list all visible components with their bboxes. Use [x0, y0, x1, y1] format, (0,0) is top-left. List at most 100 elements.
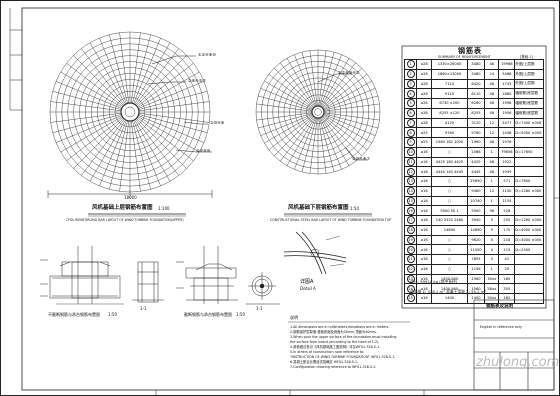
table-cell-mark: 19: [403, 234, 418, 246]
radial-bar-line: [137, 116, 200, 153]
radial-bar-line: [133, 120, 161, 186]
radial-bar-line: [301, 52, 317, 107]
table-cell-spec: ⌀16: [416, 254, 433, 265]
table-cell-num: 4: [484, 244, 500, 255]
bar-mark-circle: 18: [406, 226, 415, 235]
radial-bar-line: [66, 117, 123, 161]
radial-bar-line: [119, 32, 130, 104]
radial-bar-line: [137, 117, 194, 161]
table-cell-rem: D=1260 ×000: [514, 215, 544, 226]
pedestal-circle: [120, 102, 140, 122]
table-cell-shape: 4425 180 4425: [431, 156, 468, 168]
section-1-1-left: [132, 261, 164, 303]
radial-bar-line: [320, 54, 342, 107]
table-cell-shape: ○: [431, 185, 468, 197]
bar-mark-circle: 10: [406, 148, 415, 157]
left-callout-1: ①②④⑧⑩: [198, 52, 216, 57]
bar-mark-circle: 3: [406, 79, 415, 88]
pedestal-circle: [311, 105, 325, 119]
table-cell-rem: D=17650: [514, 146, 544, 158]
radial-bar-line: [321, 116, 356, 162]
note-line: 7.Configuration drawing reference to WF0…: [290, 365, 377, 369]
radial-bar-line: [89, 42, 126, 105]
table-cell-len: 3120: [466, 117, 486, 129]
radial-bar-line: [294, 117, 316, 170]
right-callout-2: ②⑩④⑧⑦: [352, 156, 370, 161]
radial-bar-line: [319, 117, 335, 172]
table-cell-len: 3940: [466, 215, 486, 226]
table-cell-num: 12: [484, 127, 500, 138]
table-cell-tot: 1939: [498, 166, 516, 177]
watermark: zhulong.com: [476, 355, 560, 370]
table-cell-len: 4445: [466, 166, 486, 177]
binding-strip: [9, 8, 22, 111]
table-cell-tot: 19968: [498, 59, 516, 70]
radial-bar-line: [323, 103, 380, 112]
radial-bar-line: [137, 63, 194, 107]
table-cell-tot: 1956: [498, 107, 516, 119]
table-cell-num: 5: [484, 234, 500, 246]
table-cell-rem: D=5000 ×000: [514, 127, 544, 138]
table-cell-rem: D=1260 ×000: [514, 185, 544, 197]
radial-bar-line: [134, 42, 171, 105]
left-plan-subtitle: CFDL REINFORCING BAR LAYOUT OF WIND TURB…: [66, 218, 184, 222]
table-cell-mark: 21: [403, 254, 418, 265]
right-plan-subtitle: CONSTRUCTIONAL STEEL BAR LAYOUT OF WIND …: [270, 218, 392, 222]
table-cell-num: 50xx: [484, 293, 500, 304]
notes-heading: 说明: [290, 315, 298, 320]
pedestal-inner-circle: [314, 108, 322, 116]
left-callout-4: ②⑤⑧⑩: [196, 148, 211, 153]
table-cell-rem: [514, 205, 544, 216]
table-cell-spec: ⌀28: [416, 59, 433, 70]
radial-bar-line: [50, 112, 122, 123]
table-cell-shape: 9110: [431, 88, 468, 99]
note-line: 4.其他做法参见《风机基础施工图说明》详见WF01-326-S-1.: [290, 345, 381, 349]
detail-a-sketch: [283, 231, 347, 275]
bar-mark-circle: 21: [406, 255, 415, 264]
bar-mark-circle: 6: [406, 109, 415, 118]
radial-bar-line: [136, 118, 187, 169]
radial-bar-line: [286, 58, 316, 107]
table-cell-shape: 1400: [431, 293, 468, 304]
table-cell-rem: D=3000 ×000: [514, 234, 544, 246]
table-cell-shape: ○: [431, 234, 468, 246]
table-cell-len: 25650: [466, 176, 486, 187]
table-cell-len: 9620: [466, 234, 486, 246]
radial-bar-line: [309, 50, 318, 107]
table-cell-shape: ○: [431, 176, 468, 187]
table-cell-tot: 1150: [498, 185, 516, 197]
bar-mark-circle: 4: [406, 89, 415, 98]
bar-mark-circle: 16: [406, 206, 415, 215]
table-cell-num: 12: [484, 185, 500, 197]
table-cell-spec: ⌀16: [416, 146, 433, 158]
title-underlines: [88, 213, 372, 217]
table-cell-num: 48: [484, 166, 500, 177]
left-plan-leaders: [147, 55, 212, 153]
table-cell-mark: 2: [403, 68, 418, 80]
table-cell-num: 58xx: [484, 283, 500, 294]
radial-bar-line: [138, 114, 208, 133]
radial-bar-line: [135, 119, 179, 176]
detail-b-scale: 1:50: [108, 312, 117, 317]
left-plan-scale: 1:100: [158, 206, 170, 211]
table-cell-spec: ⌀16: [416, 156, 433, 168]
table-cell-shape: ○: [431, 195, 468, 207]
table-cell-tot: 255: [498, 215, 516, 226]
radial-bar-line: [56, 115, 122, 143]
table-cell-num: 3: [484, 254, 500, 265]
table-cell-rem: 外圈/上层筋: [514, 78, 544, 90]
radial-bar-line: [322, 68, 362, 108]
detail-c-scale: 1:50: [236, 312, 245, 317]
table-cell-num: 5: [484, 224, 500, 236]
radial-bar-line: [99, 38, 127, 104]
table-cell-len: 3480: [466, 68, 486, 80]
table-cell-tot: 1922: [498, 156, 516, 168]
radial-bar-line: [130, 120, 141, 192]
table-cell-tot: 218: [498, 234, 516, 246]
radial-bar-line: [322, 116, 362, 156]
radial-bar-line: [136, 55, 187, 106]
